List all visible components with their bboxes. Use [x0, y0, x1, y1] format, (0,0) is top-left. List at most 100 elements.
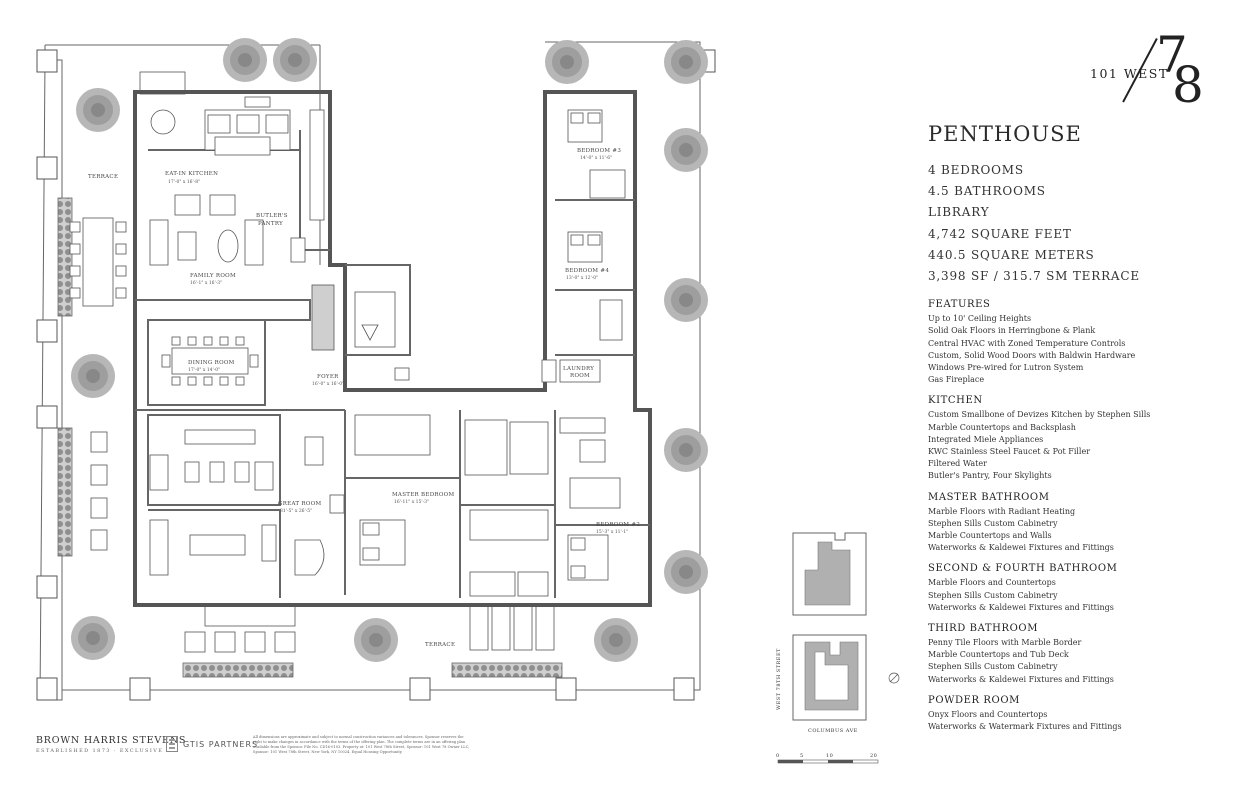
label-laundry: LAUNDRY	[563, 366, 594, 372]
bedroom-fixtures	[354, 109, 626, 597]
feature-line: Windows Pre-wired for Lutron System	[928, 363, 1084, 373]
label-foyer-dim: 16'-0" x 16'-0"	[312, 381, 344, 387]
brand-numeral-7: 7	[1156, 26, 1188, 84]
feature-line: Filtered Water	[928, 459, 987, 469]
feature-line: Custom Smallbone of Devizes Kitchen by S…	[928, 410, 1151, 420]
gtis-logo-icon	[166, 736, 178, 752]
brokerage-logo: BROWN HARRIS STEVENS ESTABLISHED 1873 · …	[36, 735, 186, 754]
room-labels: TERRACE EAT-IN KITCHEN 17'-0" x 16'-8" B…	[88, 148, 640, 648]
label-bedroom-3-dim: 14'-0" x 11'-6"	[580, 155, 612, 161]
feature-line: Waterworks & Kaldewei Fixtures and Fitti…	[928, 674, 1114, 684]
section-heading: MASTER BATHROOM	[928, 491, 1050, 503]
family-room-furniture	[149, 194, 306, 266]
feature-line: Marble Countertops and Tub Deck	[928, 650, 1069, 660]
section-heading: FEATURES	[928, 299, 991, 311]
label-bedroom-4-dim: 13'-0" x 12'-0"	[566, 275, 598, 281]
scale-20: 20	[870, 753, 877, 759]
brand-wordmark: 101 WEST	[1090, 66, 1169, 81]
key-plan-upper	[792, 532, 867, 616]
feature-line: KWC Stainless Steel Faucet & Pot Filler	[928, 447, 1091, 457]
developer-name: GTIS PARTNERS	[183, 739, 259, 749]
compass-icon	[888, 672, 900, 684]
feature-line: Marble Floors with Radiant Heating	[928, 506, 1076, 516]
feature-line: Marble Countertops and Walls	[928, 531, 1052, 541]
feature-line: Onyx Floors and Countertops	[928, 709, 1048, 719]
unit-stat: 4.5 BATHROOMS	[928, 184, 1046, 199]
feature-line: Penny Tile Floors with Marble Border	[928, 638, 1082, 648]
terrace-columns	[36, 49, 716, 701]
label-great-room: GREAT ROOM	[278, 501, 321, 507]
brand-numeral-8: 8	[1172, 56, 1204, 114]
kitchen-fixtures	[150, 96, 325, 221]
unit-stat: LIBRARY	[928, 205, 990, 220]
label-dining-dim: 17'-0" x 14'-0"	[188, 367, 220, 373]
unit-stat: 4,742 SQUARE FEET	[928, 226, 1072, 241]
feature-line: Waterworks & Kaldewei Fixtures and Fitti…	[928, 602, 1114, 612]
feature-line: Butler's Pantry, Four Skylights	[928, 471, 1052, 481]
label-foyer: FOYER	[317, 374, 339, 380]
feature-line: Up to 10' Ceiling Heights	[928, 314, 1032, 324]
developer-logo: GTIS PARTNERS	[166, 736, 258, 752]
terrace-planters	[57, 197, 563, 678]
feature-section: MASTER BATHROOM Marble Floors with Radian…	[928, 492, 1228, 555]
label-kitchen: EAT-IN KITCHEN	[165, 171, 218, 177]
terrace-boundary	[39, 41, 701, 701]
unit-stat: 4 BEDROOMS	[928, 163, 1024, 177]
label-bedroom-4: BEDROOM #4	[565, 268, 609, 274]
label-laundry-room: ROOM	[570, 373, 590, 379]
feature-line: Stephen Sills Custom Cabinetry	[928, 590, 1058, 600]
brokerage-tagline: ESTABLISHED 1873 · EXCLUSIVE	[36, 748, 164, 754]
scale-5: 5	[800, 753, 804, 759]
feature-section: KITCHEN Custom Smallbone of Devizes Kitch…	[928, 395, 1228, 482]
page-title: PENTHOUSE	[928, 122, 1082, 146]
feature-line: Waterworks & Kaldewei Fixtures and Fitti…	[928, 543, 1114, 553]
label-kitchen-dim: 17'-0" x 16'-8"	[168, 179, 200, 185]
section-heading: KITCHEN	[928, 395, 983, 407]
label-master: MASTER BEDROOM	[392, 492, 454, 498]
unit-stat: 440.5 SQUARE METERS	[928, 247, 1095, 262]
section-heading: POWDER ROOM	[928, 694, 1020, 706]
feature-line: Central HVAC with Zoned Temperature Cont…	[928, 338, 1126, 348]
info-panel: PENTHOUSE 4 BEDROOMS 4.5 BATHROOMS LIBRARY…	[928, 122, 1228, 733]
key-plan: WEST 78TH STREET COLUMBUS AVE 0 5 10 20	[770, 530, 900, 770]
brokerage-name: BROWN HARRIS STEVENS	[36, 735, 187, 746]
label-dining: DINING ROOM	[188, 360, 235, 366]
label-bedroom-2: BEDROOM #2	[596, 522, 640, 528]
great-room-furniture	[149, 429, 345, 576]
label-butlers: BUTLER'S	[256, 213, 288, 219]
label-terrace-west: TERRACE	[88, 174, 118, 180]
dining-furniture	[161, 336, 259, 386]
section-heading: SECOND & FOURTH BATHROOM	[928, 563, 1118, 575]
unit-stats: 4 BEDROOMS 4.5 BATHROOMS LIBRARY 4,742 SQUA…	[928, 160, 1228, 287]
unit-stat: 3,398 SF / 315.7 SM TERRACE	[928, 269, 1140, 284]
feature-line: Gas Fireplace	[928, 375, 985, 385]
feature-line: Solid Oak Floors in Herringbone & Plank	[928, 326, 1096, 336]
floor-plan: TERRACE EAT-IN KITCHEN 17'-0" x 16'-8" B…	[36, 38, 716, 701]
label-bedroom-3: BEDROOM #3	[577, 148, 621, 154]
label-family-dim: 16'-1" x 16'-3"	[190, 280, 222, 286]
label-terrace-south: TERRACE	[425, 642, 455, 648]
label-family: FAMILY ROOM	[190, 273, 236, 279]
scale-10: 10	[826, 753, 833, 759]
feature-line: Integrated Miele Appliances	[928, 434, 1044, 444]
scale-bar: 0 5 10 20	[776, 753, 879, 764]
label-pantry: PANTRY	[258, 221, 283, 227]
building-walls	[133, 90, 652, 607]
feature-section: THIRD BATHROOM Penny Tile Floors with Mar…	[928, 623, 1228, 686]
stair-core	[311, 284, 410, 381]
feature-line: Stephen Sills Custom Cabinetry	[928, 662, 1058, 672]
label-great-room-dim: 31'-5" x 26'-5"	[280, 508, 312, 514]
feature-line: Stephen Sills Custom Cabinetry	[928, 518, 1058, 528]
section-heading: THIRD BATHROOM	[928, 623, 1039, 635]
key-street-side: WEST 78TH STREET	[776, 648, 782, 710]
legal-disclaimer: All dimensions are approximate and subje…	[253, 735, 470, 754]
scale-0: 0	[776, 753, 780, 759]
brand-logo: 101 WEST 7 8	[1090, 30, 1220, 114]
feature-line: Marble Countertops and Backsplash	[928, 422, 1076, 432]
key-street-bottom: COLUMBUS AVE	[808, 728, 858, 734]
terrace-furniture	[69, 71, 555, 653]
